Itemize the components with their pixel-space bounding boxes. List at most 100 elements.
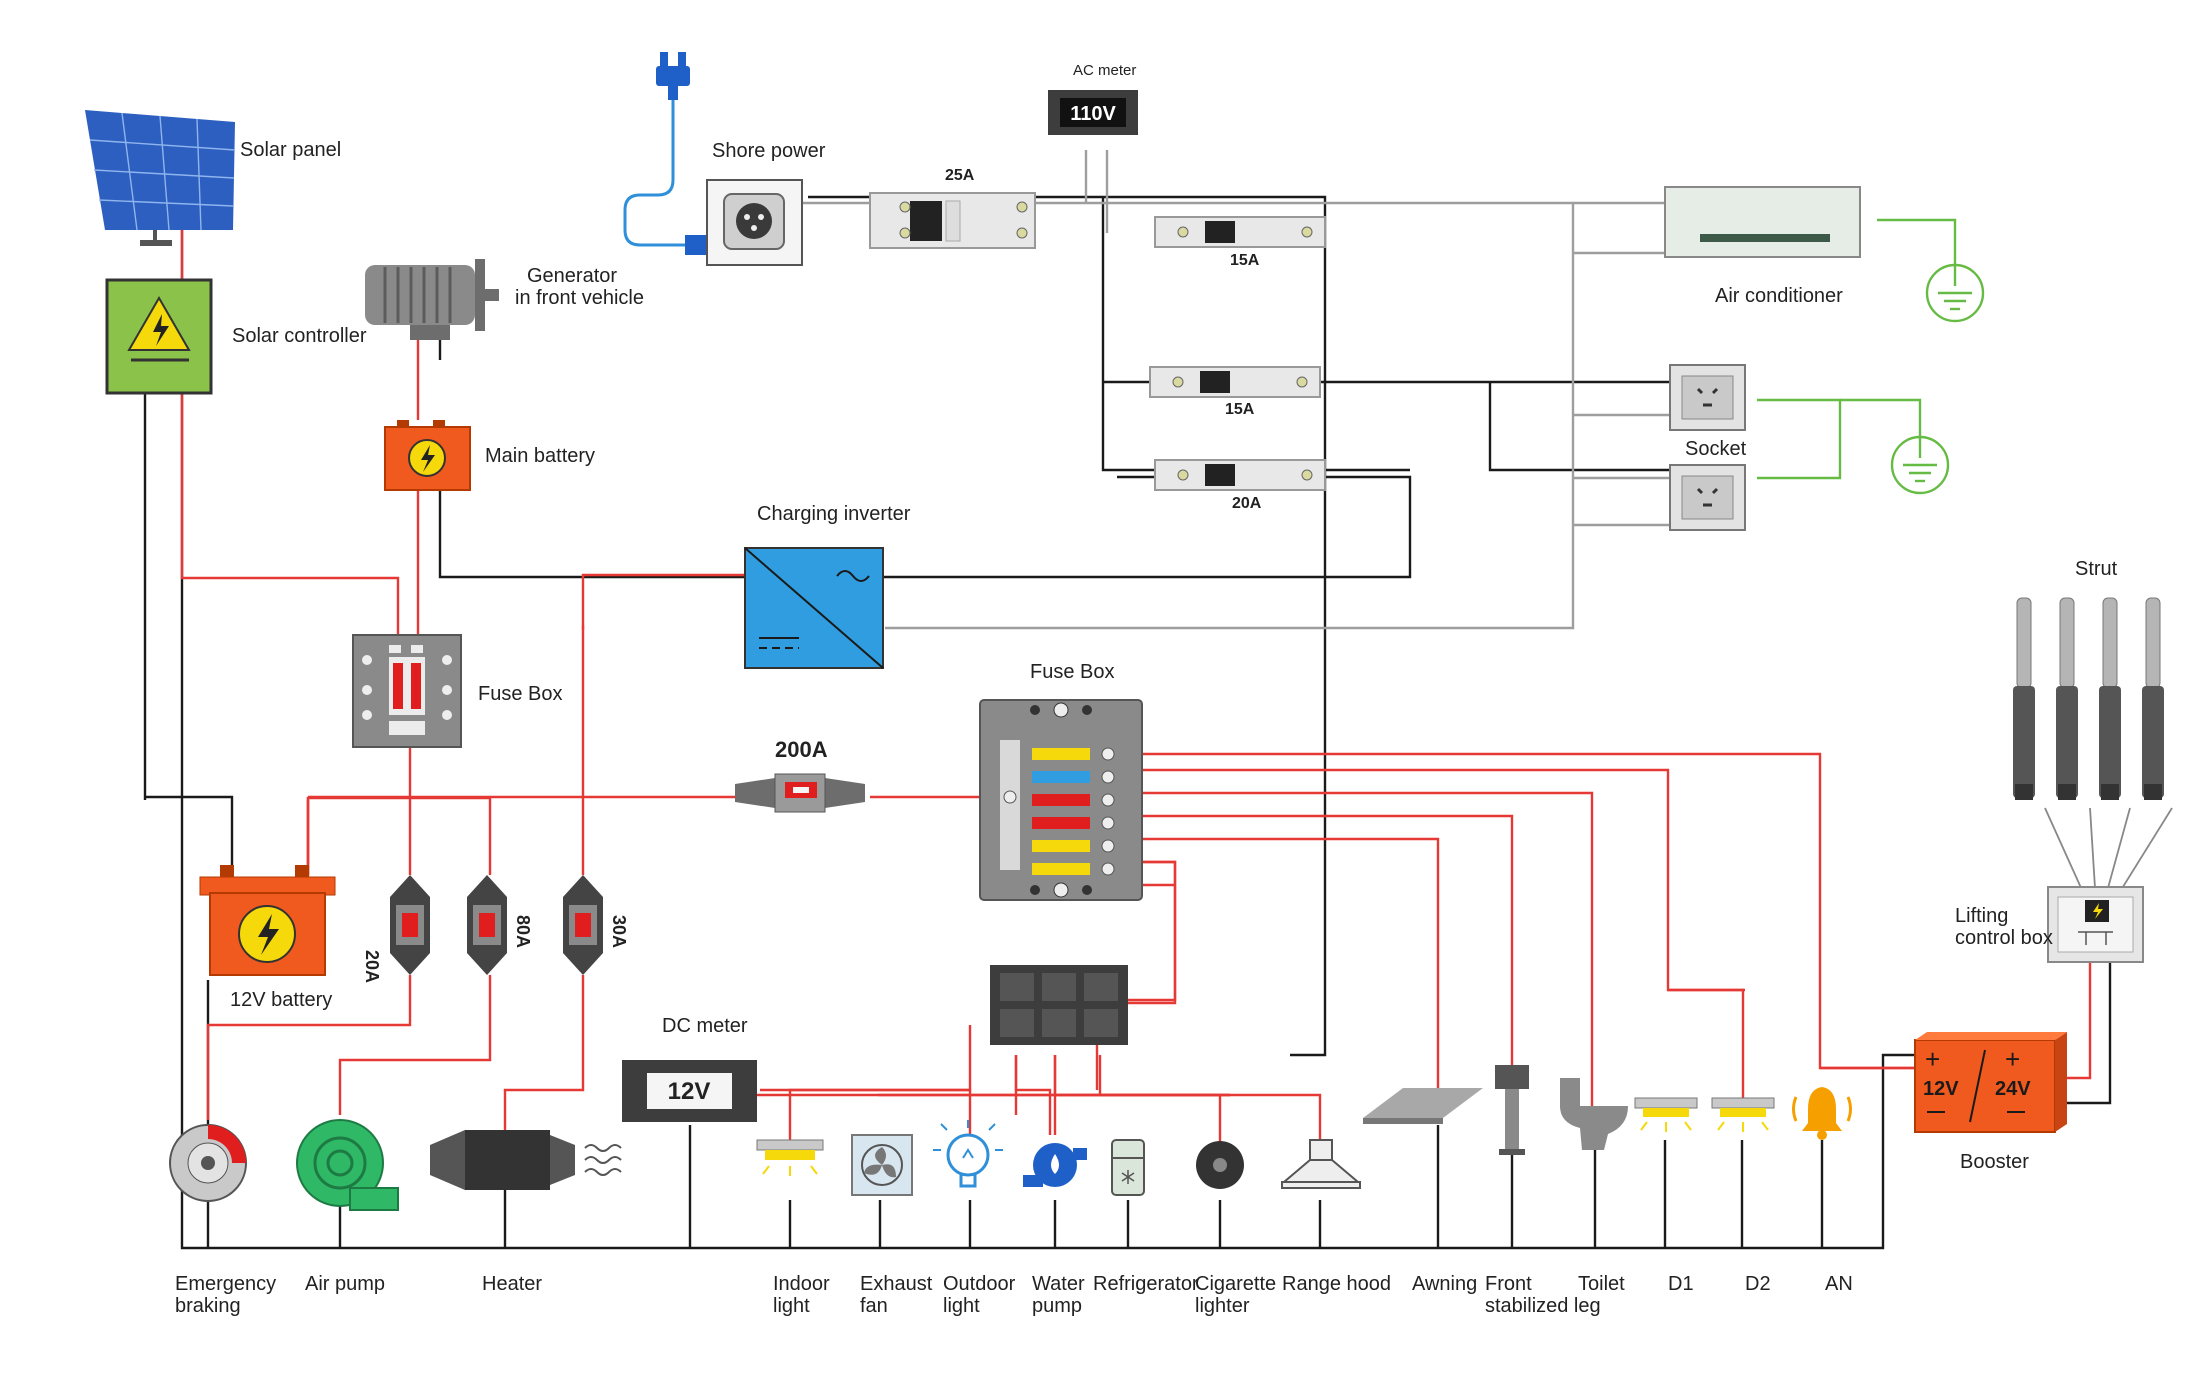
heater-icon — [430, 1130, 622, 1190]
toilet-icon — [1560, 1078, 1628, 1150]
water-pump-sub-label: pump — [1032, 1295, 1082, 1317]
cigarette-lighter-icon — [1196, 1141, 1244, 1189]
indoor-light-icon — [756, 1139, 824, 1176]
stabilized-leg-icon — [1495, 1065, 1529, 1155]
awning-icon — [1363, 1088, 1483, 1124]
dc-meter-label: DC meter — [662, 1015, 748, 1037]
battery-12v — [199, 865, 336, 976]
outdoor-light-sub-label: light — [943, 1295, 980, 1317]
fuse-blade — [1032, 771, 1090, 783]
fuse-box-right — [979, 699, 1143, 901]
heater-label: Heater — [482, 1273, 542, 1295]
main-fuse-rating: 200A — [775, 737, 828, 762]
main-battery — [384, 420, 471, 491]
air-pump-label: Air pump — [305, 1273, 385, 1295]
dc-meter-value: 12V — [668, 1078, 711, 1105]
cigarette-lighter-label: Cigarette — [1195, 1273, 1276, 1295]
an-label: AN — [1825, 1273, 1853, 1295]
struts — [2013, 597, 2164, 800]
front-stabilized-leg-sub-label: stabilized leg — [1485, 1295, 1601, 1317]
fuse-box-left — [352, 634, 462, 748]
d1-light-icon — [1634, 1097, 1698, 1132]
generator-sub-label: in front vehicle — [515, 287, 644, 309]
lifting-control-box — [2047, 886, 2144, 963]
charging-inverter-label: Charging inverter — [757, 503, 911, 525]
ac-meter: 110V — [1048, 90, 1138, 135]
ground-icon — [1890, 435, 1950, 495]
main-breaker-rating: 25A — [945, 167, 975, 184]
outdoor-light-label: Outdoor — [943, 1273, 1016, 1295]
toilet-label: Toilet — [1578, 1273, 1625, 1295]
refrigerator-label: Refrigerator — [1093, 1273, 1199, 1295]
socket-breaker — [1149, 366, 1321, 398]
ground-icon — [1925, 263, 1985, 323]
fuse-box-right-label: Fuse Box — [1030, 661, 1114, 683]
socket-lower — [1669, 464, 1746, 531]
shore-plug-head — [685, 235, 710, 255]
negative-bus-wires — [143, 195, 2112, 1250]
booster-input-label: 12V — [1923, 1078, 1959, 1100]
exhaust-fan-label: Exhaust — [860, 1273, 933, 1295]
solar-panel — [85, 110, 236, 246]
air-conditioner-label: Air conditioner — [1715, 285, 1843, 307]
lifting-sub-label: control box — [1955, 927, 2053, 949]
fuse-20a — [390, 875, 430, 975]
socket-label: Socket — [1685, 438, 1747, 460]
plug-icon — [656, 52, 690, 100]
bulb-icon — [933, 1120, 1003, 1188]
fuse-blade — [1032, 748, 1090, 760]
cigarette-lighter-sub-label: lighter — [1195, 1295, 1250, 1317]
main-battery-label: Main battery — [485, 445, 595, 467]
fuse-80a — [467, 875, 507, 975]
ac-breaker-rating: 15A — [1230, 252, 1260, 269]
booster-output-label: 24V — [1995, 1078, 2031, 1100]
fuse-30a — [563, 875, 603, 975]
socket-upper — [1669, 364, 1746, 431]
battery-12v-label: 12V battery — [230, 989, 332, 1011]
lightning-icon — [421, 445, 435, 472]
lightning-icon — [2093, 903, 2103, 919]
bell-icon — [1792, 1087, 1852, 1140]
fuse-box-left-label: Fuse Box — [478, 683, 562, 705]
booster: + + 12V 24V — [1914, 1032, 2067, 1133]
main-breaker — [869, 192, 1036, 249]
solar-controller-label: Solar controller — [232, 325, 367, 347]
air-pump-icon — [296, 1119, 399, 1211]
fuse-blade — [1032, 863, 1090, 875]
brake-icon — [169, 1124, 247, 1202]
dc-meter: 12V — [622, 1060, 757, 1122]
fuse-blade — [1032, 840, 1090, 852]
d2-light-icon — [1711, 1097, 1775, 1132]
range-hood-icon — [1281, 1139, 1361, 1189]
indoor-light-label: Indoor — [773, 1273, 830, 1295]
solar-panel-label: Solar panel — [240, 139, 341, 161]
pump-icon — [1023, 1143, 1087, 1187]
strut-label: Strut — [2075, 558, 2118, 580]
front-stabilized-leg-label: Front — [1485, 1273, 1532, 1295]
lightning-icon — [258, 914, 279, 955]
ac-meter-label: AC meter — [1073, 62, 1136, 79]
inverter-breaker — [1154, 459, 1326, 491]
main-fuse — [735, 773, 865, 813]
solar-controller — [105, 278, 213, 395]
generator-label: Generator — [527, 265, 617, 287]
d1-label: D1 — [1668, 1273, 1694, 1295]
ac-wires — [800, 150, 1677, 630]
shore-power-outlet — [706, 179, 803, 266]
fuse-blade — [1032, 817, 1090, 829]
svg-text:+: + — [2005, 1044, 2020, 1074]
fan-icon — [851, 1134, 913, 1196]
emergency-braking-sub-label: braking — [175, 1295, 241, 1317]
indoor-light-sub-label: light — [773, 1295, 810, 1317]
svg-text:+: + — [1925, 1044, 1940, 1074]
shore-cable — [623, 100, 700, 247]
lifting-label: Lifting — [1955, 905, 2008, 927]
d2-label: D2 — [1745, 1273, 1771, 1295]
ac-meter-value: 110V — [1070, 103, 1116, 125]
ac-breaker — [1154, 216, 1326, 248]
socket-breaker-rating: 15A — [1225, 401, 1255, 418]
air-conditioner — [1664, 186, 1861, 258]
lightning-icon — [153, 314, 169, 346]
inverter-breaker-rating: 20A — [1232, 495, 1262, 512]
